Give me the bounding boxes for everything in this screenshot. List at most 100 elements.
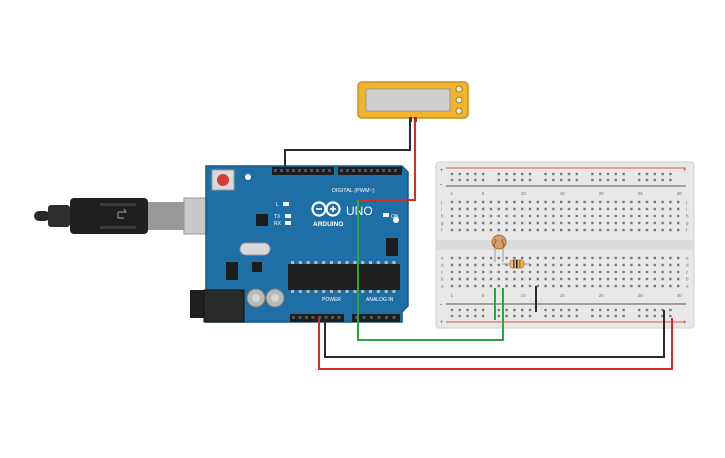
breadboard-hole bbox=[544, 284, 547, 288]
breadboard-row-letter: f bbox=[441, 228, 443, 233]
breadboard-hole bbox=[645, 221, 649, 225]
usb-icon bbox=[117, 208, 128, 219]
resistor[interactable] bbox=[502, 259, 530, 269]
breadboard-hole bbox=[669, 308, 672, 312]
chip-pin bbox=[322, 261, 326, 264]
breadboard-hole bbox=[536, 228, 539, 232]
breadboard-hole bbox=[599, 270, 602, 274]
breadboard-hole bbox=[645, 207, 649, 211]
breadboard-column-number: 5 bbox=[482, 293, 485, 298]
breadboard-hole bbox=[450, 214, 454, 218]
breadboard-hole bbox=[513, 314, 516, 318]
breadboard-hole bbox=[536, 221, 539, 225]
breadboard-hole bbox=[536, 256, 539, 260]
breadboard-hole bbox=[606, 308, 610, 312]
breadboard-column-number: 15 bbox=[560, 293, 566, 298]
breadboard-hole bbox=[450, 228, 454, 232]
breadboard-hole bbox=[458, 214, 461, 218]
breadboard-hole bbox=[528, 207, 532, 211]
header-pin bbox=[346, 169, 349, 172]
breadboard-hole bbox=[505, 178, 508, 182]
breadboard-hole bbox=[677, 263, 680, 267]
breadboard-hole bbox=[599, 277, 602, 281]
breadboard-hole bbox=[653, 228, 656, 232]
wire-lcd-gnd[interactable] bbox=[284, 121, 411, 168]
breadboard-column-number: 1 bbox=[451, 293, 454, 298]
breadboard-hole bbox=[591, 172, 594, 176]
breadboard-hole bbox=[505, 314, 508, 318]
breadboard-row-letter: g bbox=[686, 221, 689, 226]
breadboard-hole bbox=[513, 200, 516, 204]
breadboard-hole bbox=[489, 256, 493, 260]
usb-plug-body bbox=[70, 198, 148, 234]
breadboard-hole bbox=[614, 314, 617, 318]
breadboard-hole bbox=[505, 284, 508, 288]
header-pin bbox=[318, 316, 321, 319]
breadboard-column-number: 30 bbox=[677, 191, 683, 196]
breadboard-hole bbox=[482, 308, 485, 312]
wire-power[interactable] bbox=[318, 318, 673, 370]
breadboard-hole bbox=[536, 263, 539, 267]
lcd-module[interactable] bbox=[357, 81, 469, 122]
photoresistor[interactable] bbox=[491, 234, 507, 262]
breadboard-hole bbox=[583, 228, 586, 232]
breadboard-hole bbox=[638, 172, 641, 176]
header-pin bbox=[385, 316, 388, 319]
breadboard-hole bbox=[466, 284, 469, 288]
breadboard-hole bbox=[450, 172, 454, 176]
chip-pin bbox=[376, 261, 380, 264]
breadboard-row-letter: b bbox=[441, 277, 444, 282]
arduino-uno[interactable]: DIGITAL (PWM~) L TX RX ARDUINO UNO ON bbox=[190, 165, 409, 323]
breadboard-hole bbox=[482, 263, 485, 267]
breadboard-hole bbox=[521, 256, 524, 260]
breadboard-hole bbox=[614, 172, 617, 176]
breadboard-hole bbox=[622, 277, 625, 281]
chip-pin bbox=[361, 290, 365, 293]
rail-minus-label: - bbox=[440, 302, 442, 308]
breadboard-hole bbox=[505, 228, 508, 232]
chip-pin bbox=[330, 290, 333, 293]
breadboard-hole bbox=[575, 228, 578, 232]
analog-header bbox=[352, 314, 400, 322]
breadboard-hole bbox=[583, 284, 586, 288]
chip-pin bbox=[353, 290, 357, 293]
breadboard-hole bbox=[645, 214, 649, 218]
breadboard-hole bbox=[544, 277, 547, 281]
breadboard-hole bbox=[505, 207, 508, 211]
header-pin bbox=[355, 316, 358, 319]
breadboard-hole bbox=[528, 178, 532, 182]
breadboard-hole bbox=[606, 270, 610, 274]
breadboard-hole bbox=[638, 270, 641, 274]
power-header bbox=[290, 314, 344, 322]
breadboard-hole bbox=[552, 221, 555, 225]
wire-ground[interactable] bbox=[324, 310, 665, 358]
breadboard-hole bbox=[661, 270, 664, 274]
breadboard-hole bbox=[560, 207, 563, 211]
header-pin bbox=[298, 316, 302, 319]
breadboard-hole bbox=[474, 221, 477, 225]
breadboard-hole bbox=[544, 256, 547, 260]
wire-sensor-signal[interactable] bbox=[357, 200, 504, 341]
breadboard-hole bbox=[599, 172, 602, 176]
breadboard-hole bbox=[497, 200, 500, 204]
rail-plus-label: + bbox=[440, 320, 444, 326]
reset-button[interactable] bbox=[217, 174, 229, 186]
breadboard-hole bbox=[606, 228, 610, 232]
breadboard-hole bbox=[560, 172, 563, 176]
breadboard-hole bbox=[575, 178, 578, 182]
breadboard-hole bbox=[614, 277, 617, 281]
breadboard-hole bbox=[560, 284, 563, 288]
breadboard-hole bbox=[528, 270, 532, 274]
rail-minus-label: - bbox=[440, 182, 442, 188]
breadboard-hole bbox=[552, 200, 555, 204]
breadboard-hole bbox=[583, 277, 586, 281]
breadboard-hole bbox=[474, 270, 477, 274]
wire-lcd-signal[interactable] bbox=[358, 121, 416, 201]
breadboard-hole bbox=[575, 256, 578, 260]
breadboard-hole bbox=[466, 270, 469, 274]
header-pin bbox=[377, 316, 381, 319]
breadboard-hole bbox=[614, 178, 617, 182]
breadboard-hole bbox=[497, 314, 500, 318]
breadboard-hole bbox=[528, 256, 532, 260]
